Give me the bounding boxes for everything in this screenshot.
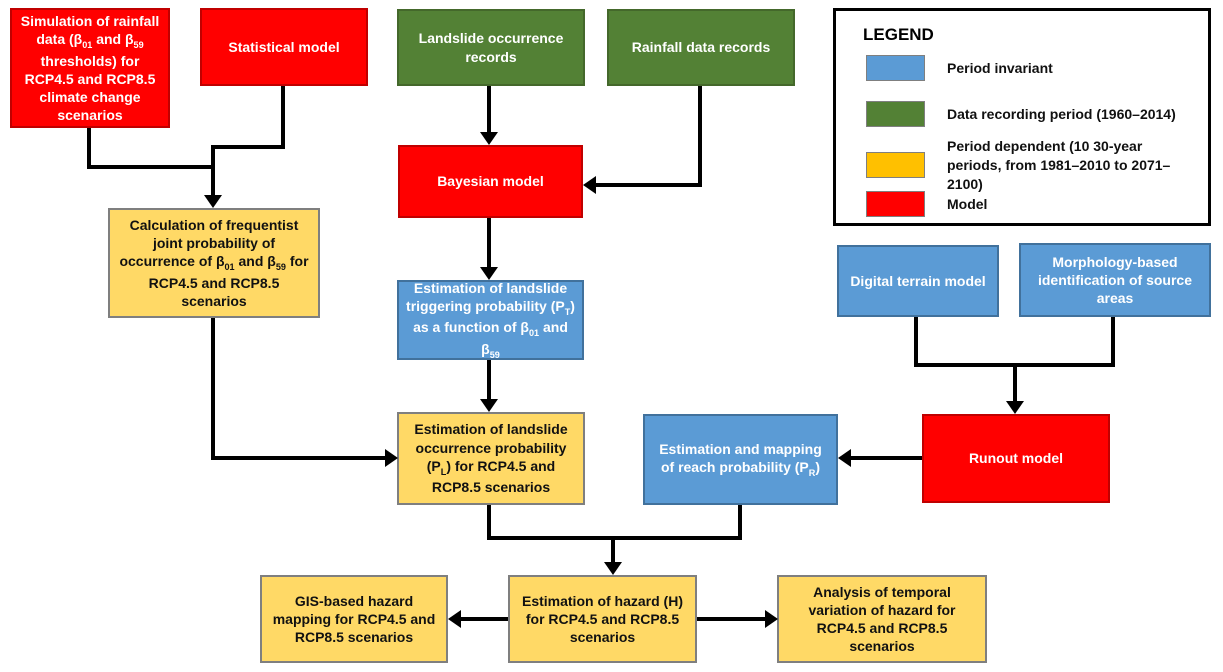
connector-hazard-to-analysis xyxy=(697,617,765,621)
connector-dtm-down xyxy=(914,317,918,367)
legend-item-data-recording: Data recording period (1960–2014) xyxy=(866,101,1199,127)
connector-occurrence-down xyxy=(487,505,491,540)
node-runout-model: Runout model xyxy=(922,414,1110,503)
legend-label: Period dependent (10 30-year periods, fr… xyxy=(947,138,1171,192)
legend-item-period-invariant: Period invariant xyxy=(866,55,1199,81)
arrowhead-into-triggering xyxy=(480,267,498,280)
legend-swatch-data-recording xyxy=(866,101,925,127)
arrowhead-into-occurrence-left xyxy=(385,449,398,467)
node-label: Landslide occurrence records xyxy=(418,30,564,65)
arrowhead-into-runout xyxy=(1006,401,1024,414)
legend-swatch-model xyxy=(866,191,925,217)
node-statistical-model: Statistical model xyxy=(200,8,368,86)
arrowhead-into-occurrence-top xyxy=(480,399,498,412)
node-label: Bayesian model xyxy=(437,173,544,190)
node-label: Estimation of landslide occurrence proba… xyxy=(414,421,568,496)
node-label: Estimation of hazard (H) for RCP4.5 and … xyxy=(521,592,683,646)
node-label: Rainfall data records xyxy=(631,39,771,56)
node-label: Estimation and mapping of reach probabil… xyxy=(659,440,822,478)
connector-merge-to-runout xyxy=(1013,363,1017,402)
connector-morphology-down xyxy=(1111,317,1115,367)
node-gis-hazard-mapping: GIS-based hazard mapping for RCP4.5 and … xyxy=(260,575,448,663)
arrowhead-into-bayesian-top xyxy=(480,132,498,145)
node-label: Calculation of frequentist joint probabi… xyxy=(119,216,309,309)
node-label: Runout model xyxy=(968,450,1064,467)
connector-junction-to-calculation xyxy=(211,145,215,196)
connector-landslide-to-bayesian xyxy=(487,86,491,133)
connector-calculation-horizontal xyxy=(211,456,385,460)
arrowhead-into-gis xyxy=(448,610,461,628)
connector-triggering-to-occurrence xyxy=(487,360,491,400)
node-rainfall-data-records: Rainfall data records xyxy=(607,9,795,86)
node-calculation-joint-probability: Calculation of frequentist joint probabi… xyxy=(108,208,320,318)
node-label: Simulation of rainfall data (β01 and β59… xyxy=(20,12,160,124)
node-morphology-source-areas: Morphology-based identification of sourc… xyxy=(1019,243,1211,317)
connector-reach-down xyxy=(738,505,742,540)
connector-merge-to-hazard xyxy=(611,540,615,563)
legend-label: Period invariant xyxy=(947,59,1053,76)
legend-item-model: Model xyxy=(866,191,1199,217)
connector-bayesian-to-triggering xyxy=(487,218,491,268)
legend-label: Data recording period (1960–2014) xyxy=(947,105,1176,122)
arrowhead-into-calculation xyxy=(204,195,222,208)
node-temporal-variation-analysis: Analysis of temporal variation of hazard… xyxy=(777,575,987,663)
node-digital-terrain-model: Digital terrain model xyxy=(837,245,999,317)
arrowhead-into-hazard xyxy=(604,562,622,575)
connector-calculation-down xyxy=(211,318,215,460)
node-landslide-occurrence-records: Landslide occurrence records xyxy=(397,9,585,86)
legend-box: LEGEND Period invariant Data recording p… xyxy=(833,8,1211,226)
arrowhead-into-analysis xyxy=(765,610,778,628)
node-triggering-probability: Estimation of landslide triggering proba… xyxy=(397,280,584,360)
legend-item-period-dependent: Period dependent (10 30-year periods, fr… xyxy=(866,137,1199,194)
node-label: Estimation of landslide triggering proba… xyxy=(406,279,575,360)
arrowhead-into-bayesian-right xyxy=(583,176,596,194)
node-label: Morphology-based identification of sourc… xyxy=(1037,253,1192,307)
connector-sim-horizontal xyxy=(87,165,215,169)
node-label: Analysis of temporal variation of hazard… xyxy=(808,583,956,655)
connector-hazard-to-gis xyxy=(460,617,508,621)
connector-hazard-merge xyxy=(487,536,742,540)
legend-swatch-period-invariant xyxy=(866,55,925,81)
node-label: GIS-based hazard mapping for RCP4.5 and … xyxy=(272,592,436,646)
connector-rainfall-down xyxy=(698,86,702,187)
node-label: Digital terrain model xyxy=(850,272,986,289)
connector-sim-to-junction xyxy=(87,128,91,169)
node-label: Statistical model xyxy=(228,38,340,55)
node-hazard-estimation: Estimation of hazard (H) for RCP4.5 and … xyxy=(508,575,697,663)
connector-statistical-down xyxy=(281,86,285,149)
connector-rainfall-horizontal xyxy=(595,183,702,187)
arrowhead-into-reach xyxy=(838,449,851,467)
node-occurrence-probability: Estimation of landslide occurrence proba… xyxy=(397,412,585,505)
node-reach-probability: Estimation and mapping of reach probabil… xyxy=(643,414,838,505)
connector-statistical-horizontal xyxy=(211,145,285,149)
connector-runout-to-reach xyxy=(850,456,922,460)
node-bayesian-model: Bayesian model xyxy=(398,145,583,218)
node-simulation-rainfall-data: Simulation of rainfall data (β01 and β59… xyxy=(10,8,170,128)
legend-swatch-period-dependent xyxy=(866,152,925,179)
legend-label: Model xyxy=(947,195,988,212)
legend-title: LEGEND xyxy=(863,25,934,44)
